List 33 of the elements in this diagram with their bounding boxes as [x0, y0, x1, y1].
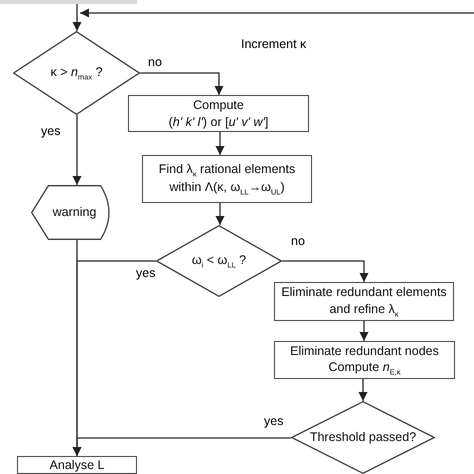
decision-diamond: [291, 401, 435, 474]
arrow: [360, 321, 368, 341]
node-text: Eliminate redundant elements and refine λ$_{κ}$: [280, 284, 448, 319]
node-text: (h' k' l') or [u' v' w']: [168, 114, 268, 130]
arrow: [72, 115, 82, 185]
node-text: Compute n$_{E,κ}$: [328, 359, 400, 378]
arrow: [72, 4, 82, 31]
edge-label: yes: [135, 267, 156, 281]
arrow: [216, 132, 224, 155]
process-box: [128, 95, 309, 132]
edge-label: yes: [40, 125, 62, 139]
node-text: Find λ$_{κ}$ rational elements within Λ(κ, ω$_{LL}$→ω$_{UL}$): [158, 160, 296, 198]
process-box: [274, 341, 455, 379]
node-text: ω$_{i}$ < ω$_{LL}$ ?: [192, 252, 246, 270]
node-text: κ > n$_{max}$ ?: [50, 64, 103, 82]
arrow: [140, 72, 224, 95]
node-text: Compute: [193, 97, 244, 114]
edge-label: yes: [263, 415, 284, 429]
process-box: [142, 155, 312, 203]
decision-diamond: [13, 31, 140, 115]
node-text: Eliminate redundant nodes: [290, 342, 439, 359]
process-box: [274, 282, 454, 321]
arrow: [358, 379, 368, 401]
process-box: [0, 0, 137, 4]
node-text: Threshold passed?: [310, 429, 416, 446]
arrow: [216, 203, 224, 225]
node-text: Analyse L: [50, 457, 104, 474]
arrow: [80, 8, 474, 18]
process-box: [17, 456, 137, 474]
arrow: [72, 437, 291, 456]
node-text: warning: [52, 204, 96, 221]
decision-diamond: [156, 225, 282, 297]
arrow: [282, 260, 368, 282]
